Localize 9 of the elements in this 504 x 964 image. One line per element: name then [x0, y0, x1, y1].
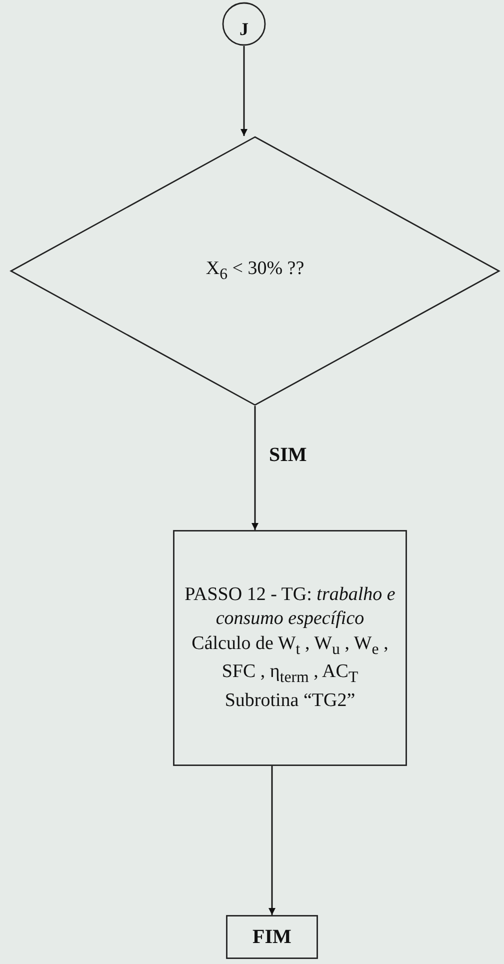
box-text: PASSO 12 - TG: trabalho e consumo específico [184, 582, 396, 632]
arrow [268, 766, 276, 915]
condition-text: X$_{6}$ < 30% ?? [206, 256, 304, 285]
arrow [252, 406, 258, 530]
box-text: Subrotina “TG2” [224, 688, 356, 713]
connector-letter: J [240, 18, 248, 42]
box-text: Cálculo de W$_{t}$ , W$_{u}$ , W$_{e}$ , SFC , η$_{term}$ , AC$_{T}$ [190, 632, 390, 688]
arrow [240, 46, 248, 136]
box-text: FIM [252, 925, 292, 950]
